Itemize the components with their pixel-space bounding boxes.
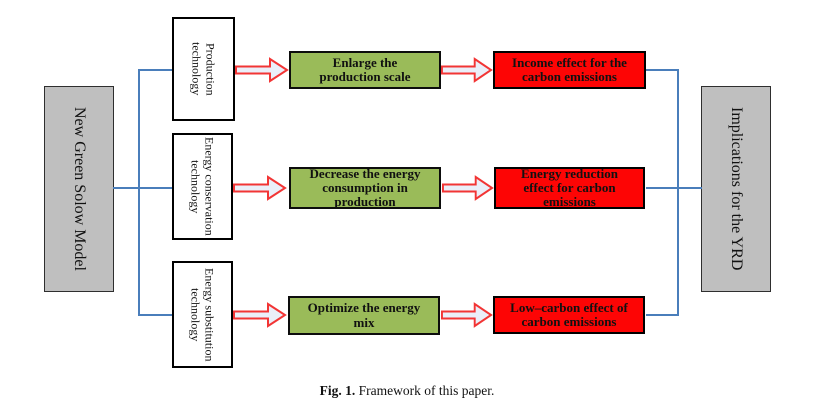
green-box-label: Decrease the energy consumption in produ…: [309, 165, 421, 210]
new-green-solow-model-box: New Green Solow Model: [44, 86, 114, 292]
flow-arrow-icon: [235, 57, 289, 83]
connector-left-top: [138, 69, 172, 71]
red-box-label: Low–carbon effect of carbon emissions: [510, 299, 628, 329]
low-carbon-effect-box: Low–carbon effect of carbon emissions: [493, 296, 645, 334]
flow-arrow-icon: [233, 302, 287, 328]
energy-conservation-technology-box: Energy conservation technology: [172, 133, 233, 240]
tech-box-label: Production technology: [189, 42, 218, 96]
figure-caption-label: Fig. 1.: [319, 383, 356, 398]
enlarge-production-scale-box: Enlarge the production scale: [289, 51, 441, 89]
tech-box-label: Energy conservation technology: [188, 137, 217, 236]
energy-substitution-technology-box: Energy substitution technology: [172, 261, 233, 368]
connector-left-trunk: [138, 69, 140, 316]
green-box-label: Optimize the energy mix: [307, 300, 421, 330]
figure-caption-text: Framework of this paper.: [358, 383, 495, 398]
optimize-energy-mix-box: Optimize the energy mix: [288, 296, 440, 335]
decrease-energy-consumption-box: Decrease the energy consumption in produ…: [289, 165, 441, 210]
connector-left-bottom: [138, 314, 172, 316]
figure-caption: Fig. 1. Framework of this paper.: [0, 383, 814, 399]
flow-arrow-icon: [233, 175, 287, 201]
energy-reduction-effect-box: Energy reduction effect for carbon emiss…: [494, 165, 645, 210]
flow-arrow-icon: [441, 302, 493, 328]
connector-right-top: [646, 69, 679, 71]
implications-yrd-box: Implications for the YRD: [701, 86, 771, 292]
right-box-label: Implications for the YRD: [728, 107, 745, 271]
connector-right-bottom: [646, 314, 679, 316]
connector-right-trunk: [677, 69, 679, 316]
red-box-label: Income effect for the carbon emissions: [512, 54, 627, 84]
flow-arrow-icon: [441, 57, 493, 83]
red-box-label: Energy reduction effect for carbon emiss…: [521, 165, 618, 210]
green-box-label: Enlarge the production scale: [319, 54, 411, 84]
left-box-label: New Green Solow Model: [71, 107, 88, 271]
production-technology-box: Production technology: [172, 17, 235, 121]
connector-right-middle: [646, 187, 702, 189]
income-effect-box: Income effect for the carbon emissions: [493, 51, 646, 89]
tech-box-label: Energy substitution technology: [188, 267, 217, 362]
flow-arrow-icon: [442, 175, 494, 201]
connector-left-middle: [113, 187, 172, 189]
